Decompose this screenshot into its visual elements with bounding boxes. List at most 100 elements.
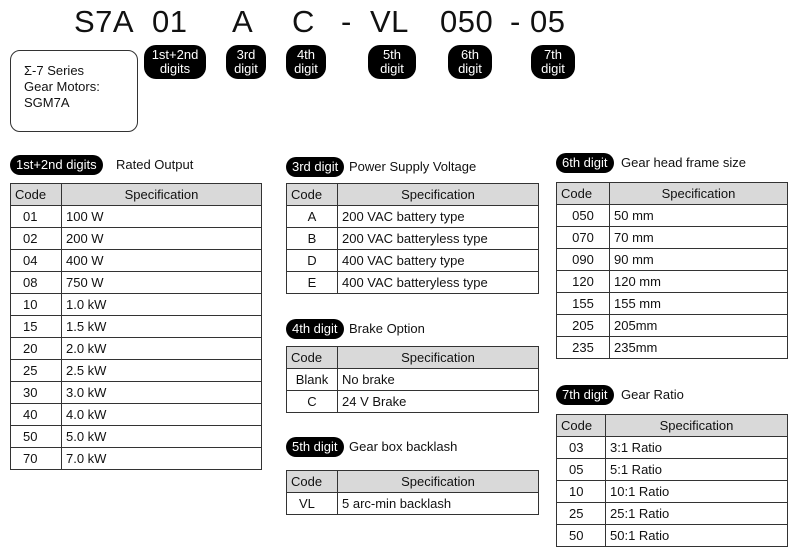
specification-cell: 70 mm bbox=[609, 226, 788, 249]
code-cell: 08 bbox=[10, 271, 62, 294]
code-cell: A bbox=[286, 205, 338, 228]
specification-cell: 3.0 kW bbox=[61, 381, 262, 404]
code-column-header: Code bbox=[286, 183, 338, 206]
specification-column-header: Specification bbox=[337, 346, 539, 369]
code-cell: 15 bbox=[10, 315, 62, 338]
model-code-dash: - bbox=[510, 4, 521, 39]
code-cell: 205 bbox=[556, 314, 610, 337]
specification-cell: 155 mm bbox=[609, 292, 788, 315]
digit-label-line: digit bbox=[541, 61, 565, 76]
specification-column-header: Specification bbox=[609, 182, 788, 205]
code-cell: 40 bbox=[10, 403, 62, 426]
specification-cell: 1.5 kW bbox=[61, 315, 262, 338]
code-cell: C bbox=[286, 390, 338, 413]
code-column-header: Code bbox=[286, 470, 338, 493]
digit-label-6: 6th digit bbox=[448, 45, 492, 79]
code-cell: 235 bbox=[556, 336, 610, 359]
specification-cell: 1.0 kW bbox=[61, 293, 262, 316]
specification-cell: 750 W bbox=[61, 271, 262, 294]
specification-cell: 205mm bbox=[609, 314, 788, 337]
code-cell: 70 bbox=[10, 447, 62, 470]
frame-size-digit-pill: 6th digit bbox=[556, 153, 614, 173]
code-cell: 10 bbox=[10, 293, 62, 316]
code-cell: 155 bbox=[556, 292, 610, 315]
digit-label-line: digit bbox=[380, 61, 404, 76]
code-cell: 05 bbox=[556, 458, 606, 481]
specification-cell: 5.0 kW bbox=[61, 425, 262, 448]
digit-label-line: digit bbox=[294, 61, 318, 76]
specification-cell: 400 VAC batteryless type bbox=[337, 271, 539, 294]
code-cell: 02 bbox=[10, 227, 62, 250]
code-cell: 30 bbox=[10, 381, 62, 404]
specification-cell: No brake bbox=[337, 368, 539, 391]
specification-cell: 200 VAC battery type bbox=[337, 205, 539, 228]
code-cell: 25 bbox=[556, 502, 606, 525]
specification-cell: 400 VAC battery type bbox=[337, 249, 539, 272]
frame-size-title: Gear head frame size bbox=[621, 155, 747, 170]
series-info-box: Σ-7 Series Gear Motors: SGM7A bbox=[10, 50, 138, 132]
code-cell: E bbox=[286, 271, 338, 294]
specification-column-header: Specification bbox=[605, 414, 788, 437]
brake-title: Brake Option bbox=[349, 321, 425, 336]
model-code-digits-1-2: 01 bbox=[152, 4, 188, 39]
specification-cell: 200 VAC batteryless type bbox=[337, 227, 539, 250]
specification-cell: 4.0 kW bbox=[61, 403, 262, 426]
digit-label-7: 7th digit bbox=[531, 45, 575, 79]
code-cell: B bbox=[286, 227, 338, 250]
digit-label-1-2: 1st+2nd digits bbox=[144, 45, 206, 79]
backlash-title: Gear box backlash bbox=[349, 439, 458, 454]
model-code-digit-4: C bbox=[292, 4, 315, 39]
code-cell: 050 bbox=[556, 204, 610, 227]
specification-cell: 24 V Brake bbox=[337, 390, 539, 413]
specification-cell: 120 mm bbox=[609, 270, 788, 293]
specification-cell: 5 arc-min backlash bbox=[337, 492, 539, 515]
code-cell: 03 bbox=[556, 436, 606, 459]
model-code-series: S7A bbox=[74, 4, 135, 39]
model-code-digit-5: VL bbox=[370, 4, 409, 39]
digit-label-3: 3rd digit bbox=[226, 45, 266, 79]
code-column-header: Code bbox=[556, 182, 610, 205]
digit-label-5: 5th digit bbox=[368, 45, 416, 79]
code-column-header: Code bbox=[10, 183, 62, 206]
digit-label-line: digit bbox=[234, 61, 258, 76]
code-cell: 20 bbox=[10, 337, 62, 360]
specification-cell: 2.0 kW bbox=[61, 337, 262, 360]
code-cell: 25 bbox=[10, 359, 62, 382]
code-cell: 070 bbox=[556, 226, 610, 249]
code-cell: Blank bbox=[286, 368, 338, 391]
specification-cell: 25:1 Ratio bbox=[605, 502, 788, 525]
code-cell: 50 bbox=[556, 524, 606, 547]
digit-label-line: 7th bbox=[543, 47, 563, 62]
model-code-dash: - bbox=[341, 4, 352, 39]
power-supply-digit-pill: 3rd digit bbox=[286, 157, 345, 177]
specification-cell: 100 W bbox=[61, 205, 262, 228]
